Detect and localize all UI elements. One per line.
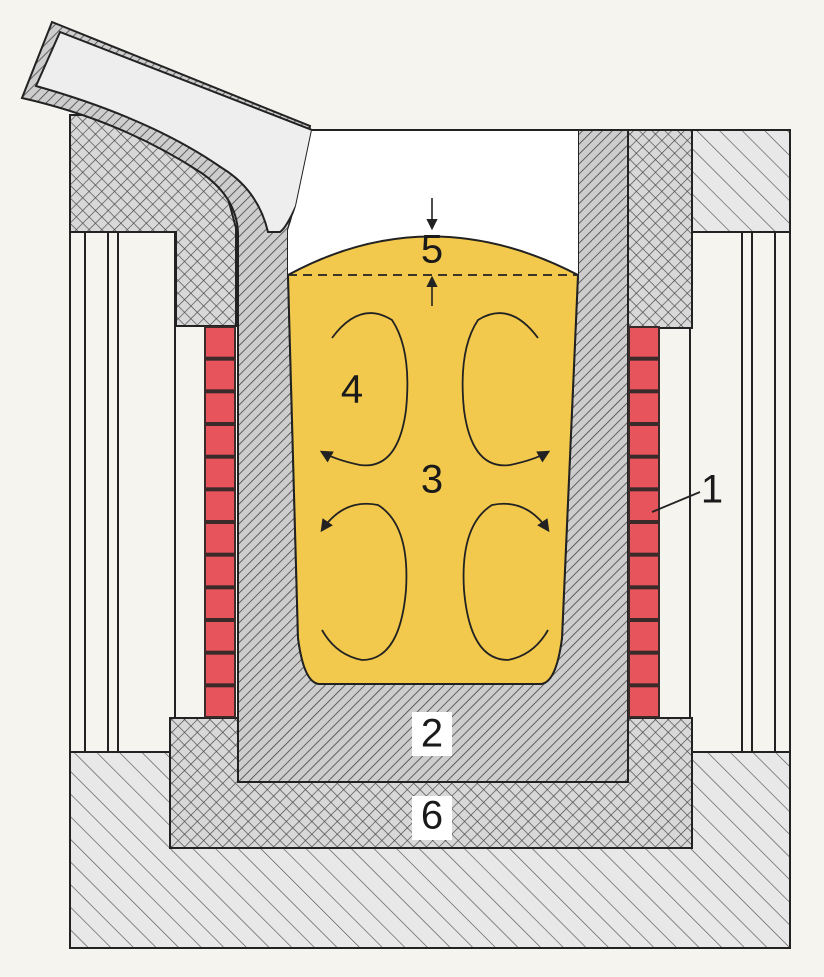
induction-coil-left [204,326,236,718]
coil-winding [206,458,234,488]
pour-spout [34,30,314,233]
coil-winding [206,524,234,553]
coil-winding [206,556,234,586]
molten-metal [286,235,580,685]
coil-winding [630,458,658,488]
label-meniscus: 5 [421,228,443,272]
coil-winding [630,622,658,651]
circulation-loop-upper-right [461,312,551,467]
coil-winding [630,524,658,553]
right-top-refractory [627,129,693,329]
label-melt: 3 [421,458,443,502]
coil-winding [630,491,658,520]
crucible-label-box [412,712,452,756]
coil-winding [206,491,234,520]
coil-winding [206,393,234,422]
label-base: 6 [421,794,443,838]
label-coil: 1 [701,468,723,512]
top-right-block [691,129,791,233]
coil-winding [630,328,658,357]
coil-winding [630,654,658,684]
circulation-loop-lower-left [320,502,408,661]
coil-winding [206,360,234,390]
coil-winding [206,654,234,684]
coil-winding [206,328,234,357]
base-label-box [412,796,452,840]
coil-winding [206,622,234,651]
label-circulation: 4 [341,368,363,412]
coil-winding [630,687,658,716]
crucible-opening [288,130,578,275]
coil-winding [206,687,234,716]
coil-winding [206,589,234,618]
coil-winding [630,589,658,618]
coil-winding [630,426,658,455]
coil-winding [206,426,234,455]
coil-winding [630,393,658,422]
label-crucible: 2 [421,712,443,756]
coil-leader-line [651,491,701,513]
circulation-loops [319,312,551,661]
circulation-loop-upper-left [319,312,409,467]
coil-winding [630,556,658,586]
circulation-loop-lower-right [462,502,550,661]
coil-winding [630,360,658,390]
induction-coil-right [628,326,660,718]
